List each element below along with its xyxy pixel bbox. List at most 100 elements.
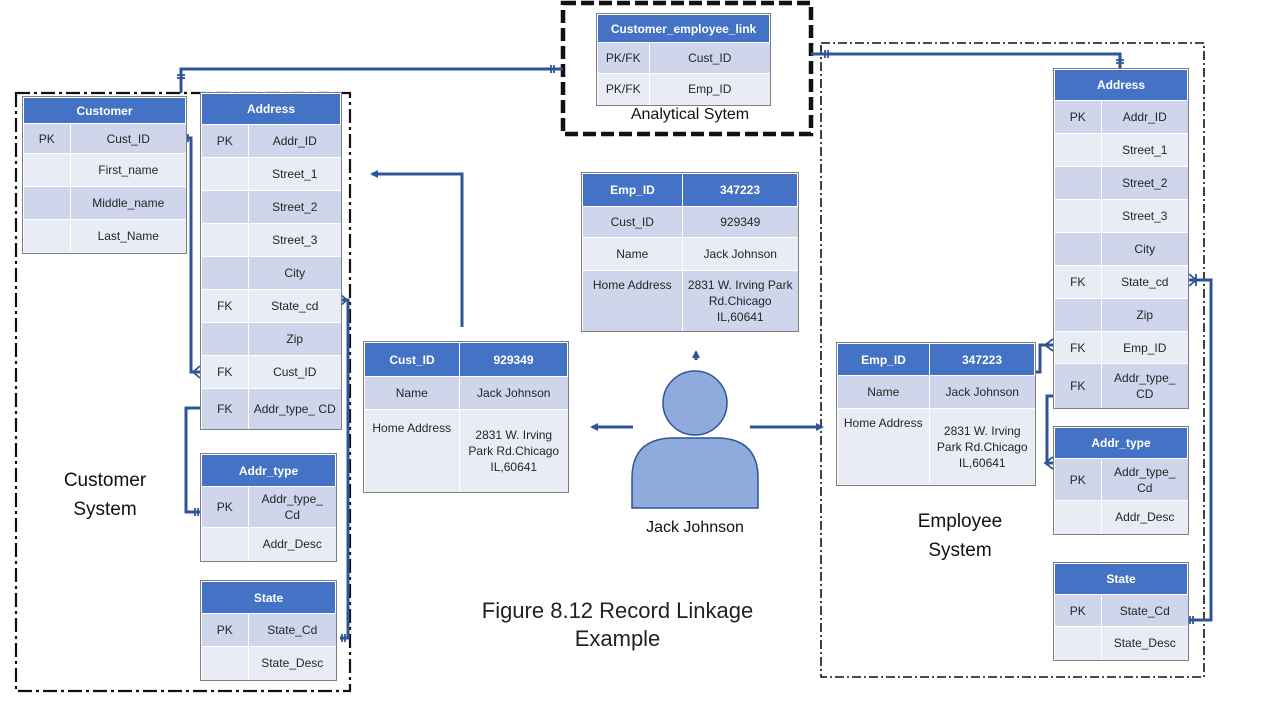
mark-empaddress-one-top <box>1116 59 1124 64</box>
mark-address-many <box>191 365 201 379</box>
key-cell <box>201 527 249 561</box>
table-title: Address <box>1054 69 1188 101</box>
key-cell: PK <box>201 613 249 647</box>
caption-line: Example <box>574 626 661 651</box>
key-cell <box>201 190 249 224</box>
mark-empaddrtype-many <box>1043 456 1054 470</box>
field-cell: Zip <box>248 322 341 356</box>
key-cell <box>1054 166 1102 200</box>
record-value-header: 929349 <box>459 342 568 377</box>
connector-address-state <box>340 298 350 640</box>
key-cell: FK <box>201 289 249 323</box>
field-cell: Last_Name <box>70 219 186 253</box>
label-line: System <box>928 540 992 561</box>
caption-line: Figure 8.12 Record Linkage <box>481 598 754 623</box>
record-value-header: 347223 <box>929 343 1035 376</box>
field-cell: Street_2 <box>1101 166 1188 200</box>
field-cell: State_cd <box>1101 265 1188 299</box>
mark-link-one-left <box>550 65 555 73</box>
key-cell <box>1054 626 1102 660</box>
record-value: 929349 <box>682 206 798 238</box>
mark-empstate-one <box>1189 616 1194 624</box>
field-cell: Cust_ID <box>70 123 186 154</box>
record-value: Jack Johnson <box>682 237 798 271</box>
field-cell: Street_3 <box>1101 199 1188 233</box>
key-cell: PK <box>201 486 249 528</box>
key-cell <box>1054 199 1102 233</box>
field-cell: Cust_ID <box>649 42 770 74</box>
table-title: Addr_type <box>201 454 336 487</box>
record-key-header: Emp_ID <box>582 173 683 207</box>
field-cell: State_cd <box>248 289 341 323</box>
field-cell: Addr_ID <box>248 124 341 158</box>
field-cell: Middle_name <box>70 186 186 220</box>
analytical-system-label: Analytical Sytem <box>630 106 750 123</box>
record-key-header: Emp_ID <box>837 343 930 376</box>
field-cell: Emp_ID <box>649 73 770 105</box>
key-cell: FK <box>1054 265 1102 299</box>
record-key: Name <box>582 237 683 271</box>
key-cell <box>201 646 249 680</box>
field-cell: State_Desc <box>248 646 336 680</box>
field-cell: State_Cd <box>248 613 336 647</box>
key-cell: FK <box>201 388 249 429</box>
connector-address-addrtype <box>184 406 200 514</box>
connector-customer-address <box>185 136 200 374</box>
key-cell: FK <box>201 355 249 389</box>
field-cell: City <box>248 256 341 290</box>
connector-empaddress-addrtype <box>1045 394 1053 465</box>
field-cell: Addr_Desc <box>1101 500 1188 534</box>
mark-addrtype-one <box>194 508 199 516</box>
person-name-label: Jack Johnson <box>646 519 744 536</box>
field-cell: Addr_type_ Cd <box>248 486 336 528</box>
record-key: Home Address <box>837 408 930 485</box>
key-cell: PK <box>1054 100 1102 134</box>
key-cell: FK <box>1054 363 1102 408</box>
key-cell: PK <box>1054 594 1102 627</box>
field-cell: Addr_Desc <box>248 527 336 561</box>
key-cell <box>201 223 249 257</box>
field-cell: Street_1 <box>248 157 341 191</box>
record-value: 2831 W. Irving Park Rd.Chicago IL,60641 <box>929 408 1035 485</box>
key-cell: PK <box>23 123 71 154</box>
customer-system-label: Customer System <box>40 466 170 524</box>
key-cell <box>1054 298 1102 332</box>
key-cell <box>1054 232 1102 266</box>
record-value-header: 347223 <box>682 173 798 207</box>
mark-address-state-many <box>339 293 349 307</box>
key-cell <box>23 219 71 253</box>
field-cell: Street_3 <box>248 223 341 257</box>
field-cell: State_Cd <box>1101 594 1188 627</box>
key-cell <box>201 157 249 191</box>
field-cell: Street_1 <box>1101 133 1188 167</box>
label-line: Customer <box>63 470 147 491</box>
key-cell <box>1054 133 1102 167</box>
connector-customer-link <box>179 67 563 93</box>
mark-empaddress-many <box>1043 338 1054 352</box>
field-cell: Street_2 <box>248 190 341 224</box>
connector-link-empaddress <box>811 52 1122 69</box>
mark-link-one-right <box>824 50 829 58</box>
mark-empaddress-state-many <box>1188 273 1198 287</box>
table-title: State <box>201 581 336 614</box>
table-title: State <box>1054 563 1188 595</box>
key-cell: PK/FK <box>597 73 650 105</box>
table-title: Customer_employee_link <box>596 14 771 43</box>
label-line: Employee <box>917 511 1003 532</box>
record-key: Name <box>364 376 460 410</box>
key-cell <box>201 256 249 290</box>
key-cell <box>201 322 249 356</box>
person-icon <box>631 370 759 509</box>
record-value: Jack Johnson <box>929 375 1035 409</box>
employee-system-label: Employee System <box>890 507 1030 565</box>
record-key: Home Address <box>582 270 683 331</box>
key-cell: FK <box>1054 331 1102 364</box>
